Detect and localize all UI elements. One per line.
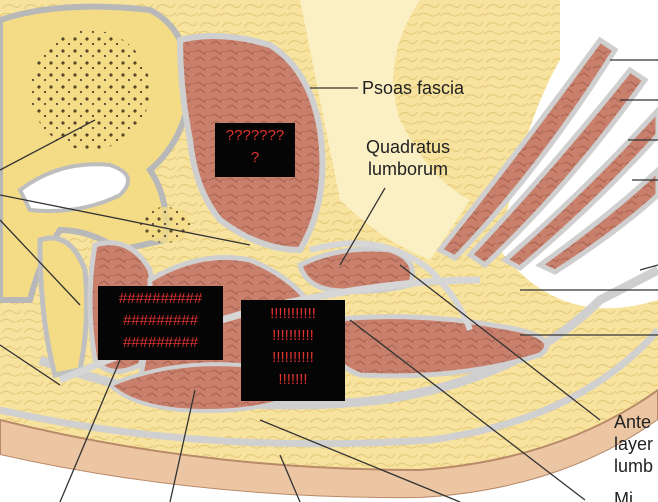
leader-right-5 xyxy=(639,264,658,271)
redacted-label-middle: !!!!!!!!!!! !!!!!!!!!! !!!!!!!!!! !!!!!!… xyxy=(241,300,345,401)
leader-bone-2 xyxy=(0,194,251,246)
leader-middle-layer xyxy=(349,319,586,501)
skin-layer xyxy=(0,388,658,502)
leader-erector-middle xyxy=(169,389,196,502)
label-middle-layer: Mi xyxy=(614,489,633,502)
leader-quadratus xyxy=(339,187,386,266)
leader-fat xyxy=(279,454,301,502)
label-psoas-fascia: Psoas fascia xyxy=(362,78,465,98)
label-quadratus-lumborum: Quadratus lumborum xyxy=(366,137,451,179)
leader-left-fascia xyxy=(0,344,61,386)
leader-skin xyxy=(259,419,461,502)
leader-lamina xyxy=(0,219,81,306)
leader-anterior-layer xyxy=(399,264,601,421)
abdominal-wall-muscles xyxy=(436,36,658,275)
leader-bone-1 xyxy=(0,119,96,171)
latissimus-muscle xyxy=(325,314,550,379)
leader-lines xyxy=(0,59,658,502)
vertebra xyxy=(0,3,194,303)
label-anterior-layer: Ante layer lumb xyxy=(614,412,654,476)
redacted-label-psoas: ??????? ? xyxy=(215,123,295,177)
lamina-left xyxy=(37,235,90,378)
outer-fascia-curve xyxy=(0,327,658,448)
redacted-label-left: ########## ######### ######### xyxy=(98,286,223,360)
leader-erector-left xyxy=(59,359,121,502)
